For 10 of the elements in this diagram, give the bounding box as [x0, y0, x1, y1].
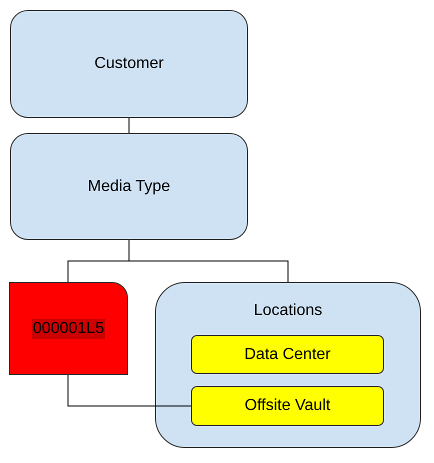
connector-line [128, 118, 130, 134]
process-box: Customer [10, 10, 248, 118]
tag-box: 000001L5 [9, 282, 128, 375]
process-box: Media Type [10, 133, 248, 240]
connector-line [128, 240, 288, 282]
process-box: Data Center [191, 335, 384, 374]
connector-line [68, 374, 192, 406]
container-box [155, 282, 421, 448]
process-box: Offsite Vault [191, 386, 384, 426]
container-title: Locations [252, 301, 324, 321]
